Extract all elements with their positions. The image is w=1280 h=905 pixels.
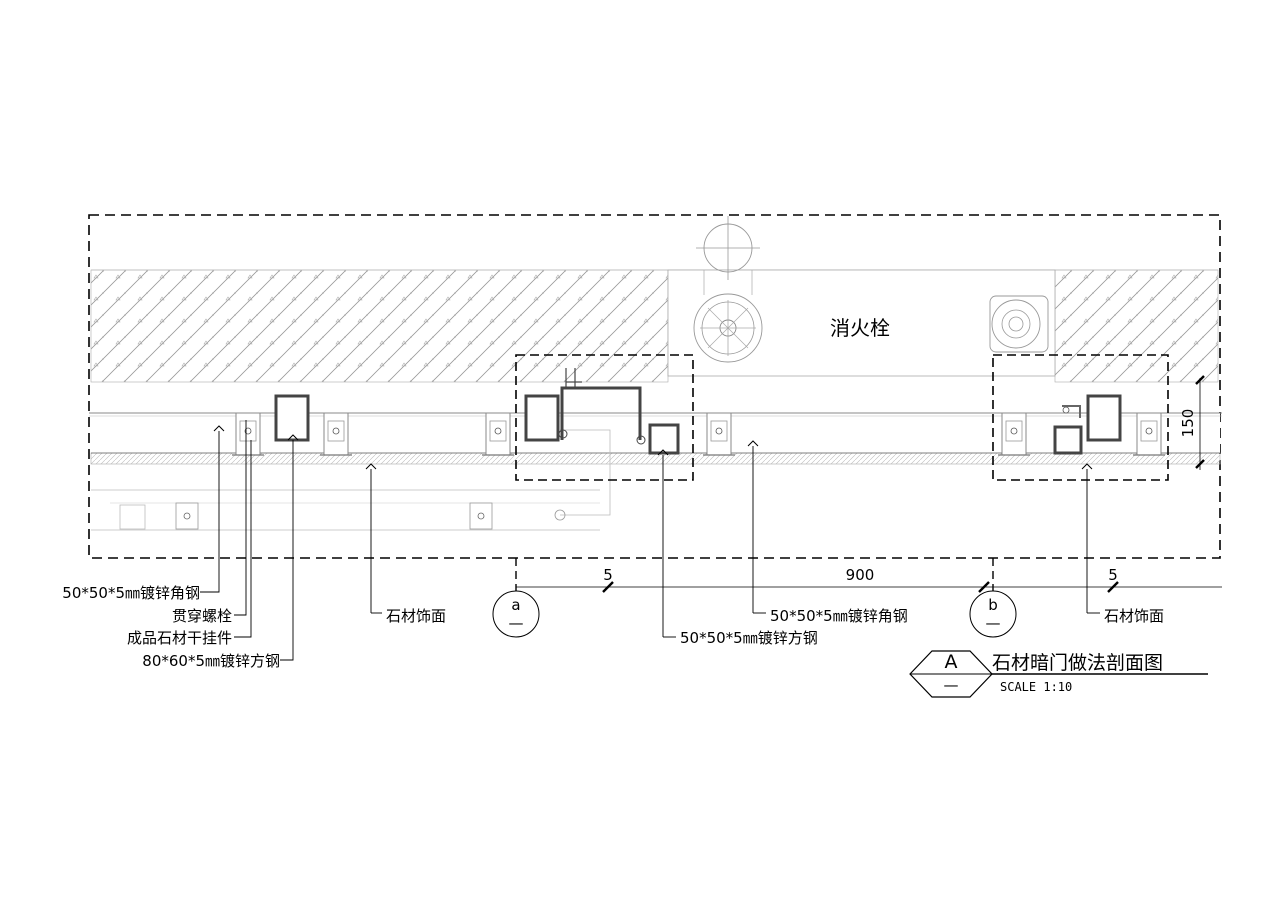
valve-icon <box>989 295 1049 353</box>
callout-angle-steel-mid: 50*50*5㎜镀锌角钢 <box>770 607 908 625</box>
hose-reel-icon <box>693 216 763 363</box>
stone-hanger-6 <box>1132 412 1166 456</box>
title-block: A — 石材暗门做法剖面图 SCALE 1:10 <box>909 650 1208 698</box>
concrete-wall-right <box>1054 269 1219 383</box>
dimension-depth <box>1195 375 1205 470</box>
svg-text:—: — <box>986 614 1001 632</box>
outer-boundary <box>88 214 1221 559</box>
angle-steel-frame <box>560 386 642 440</box>
callout-stone-face-left: 石材饰面 <box>386 607 446 625</box>
drawing-title: 石材暗门做法剖面图 <box>992 652 1163 674</box>
dim-right-gap: 5 <box>1108 566 1118 584</box>
square-steel-50x50 <box>648 423 680 455</box>
square-steel-right-small <box>1053 425 1083 455</box>
detail-box-a <box>515 354 694 481</box>
angle-steel-right <box>1062 405 1081 418</box>
stone-hanger-3 <box>481 412 515 456</box>
square-steel-80x60 <box>274 394 310 442</box>
hydrant-cabinet <box>667 269 1056 377</box>
dim-door-width: 900 <box>846 566 875 584</box>
callout-angle-steel-left: 50*50*5㎜镀锌角钢 <box>62 584 200 602</box>
callout-square-steel-80: 80*60*5㎜镀锌方钢 <box>142 652 280 670</box>
callout-stone-face-right: 石材饰面 <box>1104 607 1164 625</box>
section-mark: A <box>945 651 958 673</box>
door-leaf-open <box>91 429 611 531</box>
drawing-scale: SCALE 1:10 <box>1000 680 1072 694</box>
dim-left-gap: 5 <box>603 566 613 584</box>
square-steel-left-frame <box>524 394 560 442</box>
detail-bubble-a: a — <box>492 590 540 638</box>
concrete-wall-left <box>90 269 669 383</box>
stone-hanger-2 <box>319 412 353 456</box>
dimension-line <box>515 558 1222 595</box>
callout-stone-hanger: 成品石材干挂件 <box>127 629 232 647</box>
detail-bubble-b: b — <box>969 590 1017 638</box>
stone-hanger-1 <box>231 412 265 456</box>
svg-text:—: — <box>509 614 524 632</box>
stone-hanger-4 <box>702 412 736 456</box>
callout-through-bolt: 贯穿螺栓 <box>172 607 232 625</box>
svg-text:b: b <box>988 596 998 614</box>
square-steel-right-frame <box>1086 394 1122 442</box>
section-sub: — <box>944 676 959 694</box>
stone-hanger-5 <box>997 412 1031 456</box>
svg-text:a: a <box>511 596 520 614</box>
hydrant-label: 消火栓 <box>830 316 890 340</box>
callout-square-steel-50: 50*50*5㎜镀锌方钢 <box>680 629 818 647</box>
dim-depth: 150 <box>1179 409 1197 438</box>
detail-box-b <box>992 354 1169 481</box>
